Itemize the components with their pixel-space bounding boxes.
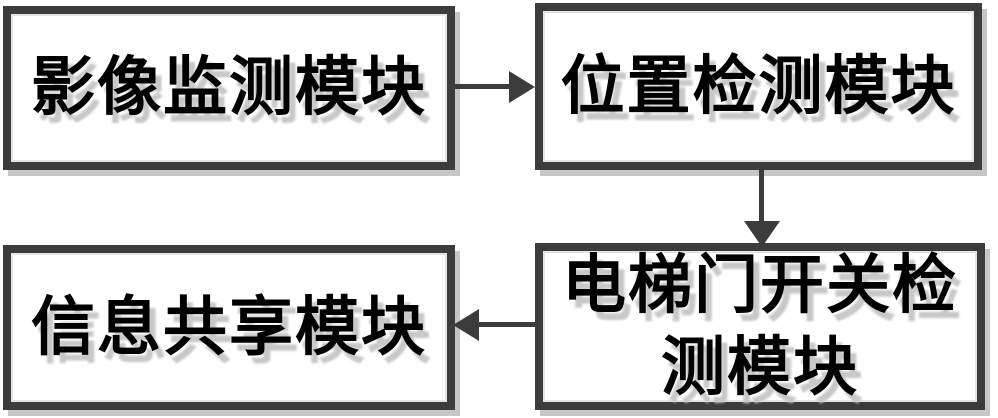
arrow-door-switch-detection-to-info-sharing [453,309,537,341]
arrow-head-down-icon [744,221,780,247]
arrow-shaft [453,84,513,89]
arrow-head-right-icon [509,71,535,103]
node-label: 电梯门开关检 测模块 [562,245,958,409]
arrow-image-monitoring-to-position-detection [453,71,535,103]
node-label: 影像监测模块 [31,50,427,126]
arrow-head-left-icon [453,309,479,341]
node-label-line-1: 电梯门开关检 [562,247,958,323]
arrow-shaft [759,170,764,222]
arrow-position-detection-to-door-switch-detection [744,170,780,247]
node-position-detection-module: 位置检测模块 [535,3,982,170]
node-information-sharing-module: 信息共享模块 [3,245,455,410]
arrow-shaft [477,322,537,327]
node-image-monitoring-module: 影像监测模块 [3,6,455,170]
node-label: 位置检测模块 [560,48,957,124]
node-elevator-door-switch-detection-module: 电梯门开关检 测模块 [535,243,985,410]
node-label-line-2: 测模块 [661,329,859,405]
node-label: 信息共享模块 [31,289,427,365]
